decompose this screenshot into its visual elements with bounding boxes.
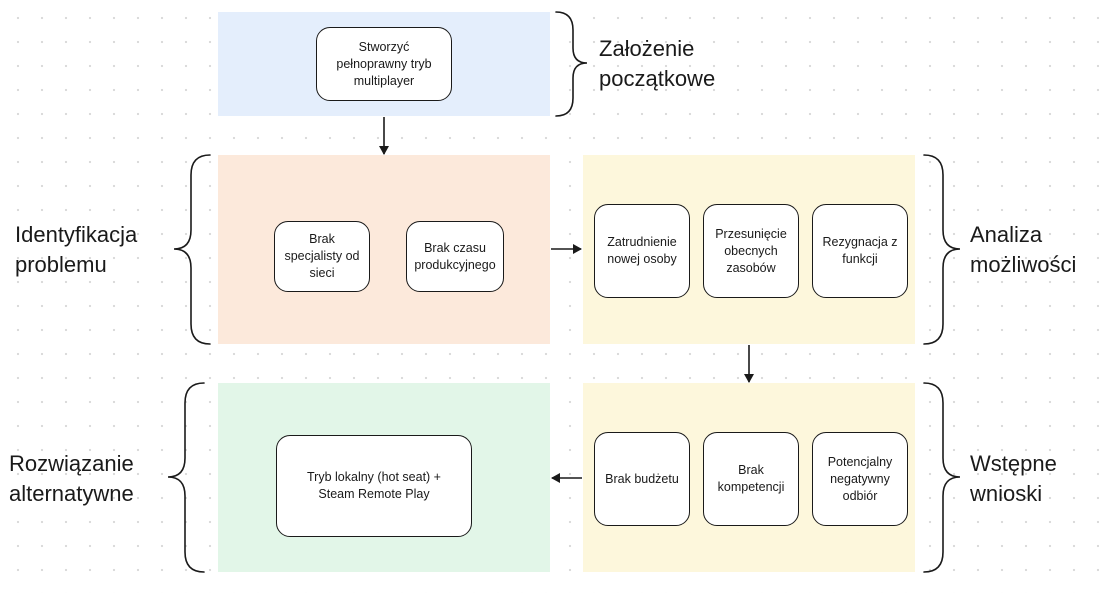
option-node-drop-feature: Rezygnacja z funkcji xyxy=(812,204,908,298)
solution-node: Tryb lokalny (hot seat) + Steam Remote P… xyxy=(276,435,472,537)
option-node-reallocate: Przesunięcie obecnych zasobów xyxy=(703,204,799,298)
conclusion-node-no-skills: Brak kompetencji xyxy=(703,432,799,526)
conclusions-label: Wstępne wnioski xyxy=(970,451,1057,506)
problem-node-no-network-specialist: Brak specjalisty od sieci xyxy=(274,221,370,292)
option-node-hire: Zatrudnienie nowej osoby xyxy=(594,204,690,298)
solution-label: Rozwiązanie alternatywne xyxy=(9,451,134,506)
problem-node-no-production-time: Brak czasu produkcyjnego xyxy=(406,221,504,292)
solution-brace xyxy=(167,382,205,573)
conclusion-node-no-budget: Brak budżetu xyxy=(594,432,690,526)
goal-node: Stworzyć pełnoprawny tryb multiplayer xyxy=(316,27,452,101)
assumption-label: Założenie początkowe xyxy=(599,36,716,91)
assumption-brace xyxy=(555,11,588,117)
options-label: Analiza możliwości xyxy=(970,222,1077,277)
conclusion-node-negative-reception: Potencjalny negatywny odbiór xyxy=(812,432,908,526)
options-brace xyxy=(923,154,961,345)
conclusions-brace xyxy=(923,382,961,573)
problem-brace xyxy=(173,154,211,345)
problem-label: Identyfikacja problemu xyxy=(15,222,138,277)
